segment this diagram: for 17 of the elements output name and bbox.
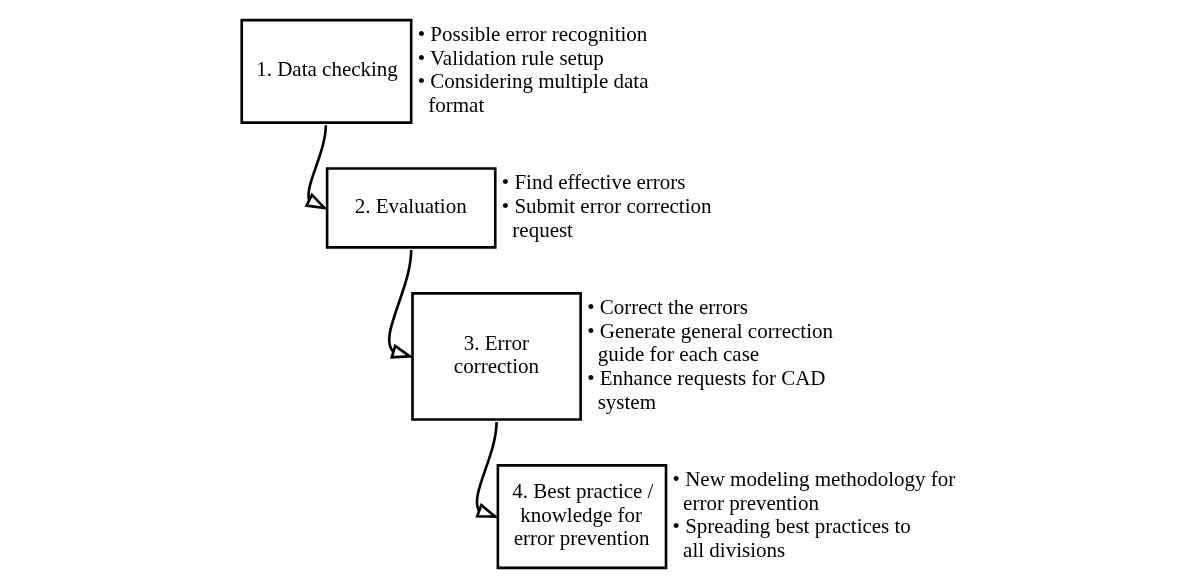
node-box: 1. Data checking xyxy=(240,18,413,124)
node-box: 4. Best practice / knowledge for error prevention xyxy=(496,464,668,570)
node-label: • Possible error recognition xyxy=(417,21,648,46)
node-label: • Enhance requests for CAD system xyxy=(587,366,826,414)
arrow xyxy=(387,249,414,359)
arrow xyxy=(304,125,329,210)
node-label: • Generate general correction guide for each case xyxy=(587,318,833,367)
node-label: • Validation rule setup xyxy=(417,45,604,70)
arrow xyxy=(475,422,499,519)
node-box: 2. Evaluation xyxy=(325,167,497,249)
node-label: • Submit error correction request xyxy=(501,193,712,242)
node-label: • Find effective errors xyxy=(501,170,686,195)
node-box: 3. Error correction xyxy=(411,292,582,421)
node-label: • Correct the errors xyxy=(587,295,748,320)
node-label: • New modeling methodology for error prevention xyxy=(672,467,956,515)
node-label: • Considering multiple data format xyxy=(417,69,649,117)
node-label: • Spreading best practices to all divisions xyxy=(672,514,911,563)
